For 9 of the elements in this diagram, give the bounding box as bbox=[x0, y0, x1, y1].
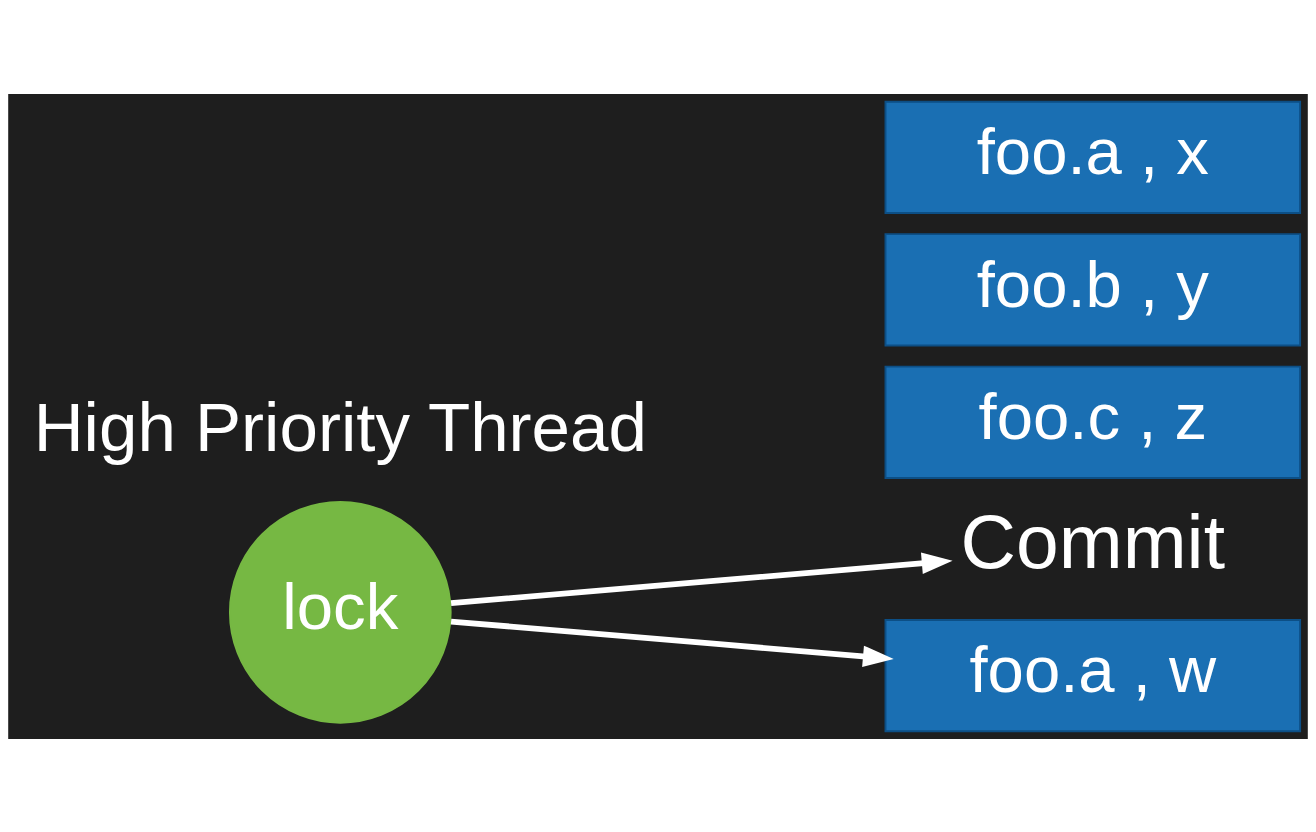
label: High Priority Thread bbox=[33, 387, 647, 466]
node-box: foo.b , y bbox=[884, 232, 1302, 346]
node-text: Commit bbox=[960, 497, 1226, 584]
node-box: foo.c , z bbox=[884, 365, 1302, 479]
node-box: foo.a , w bbox=[884, 618, 1302, 732]
arrow bbox=[450, 552, 953, 606]
node-circle: lock bbox=[228, 500, 452, 724]
arrow bbox=[450, 618, 894, 667]
node-box: foo.a , x bbox=[884, 100, 1302, 214]
